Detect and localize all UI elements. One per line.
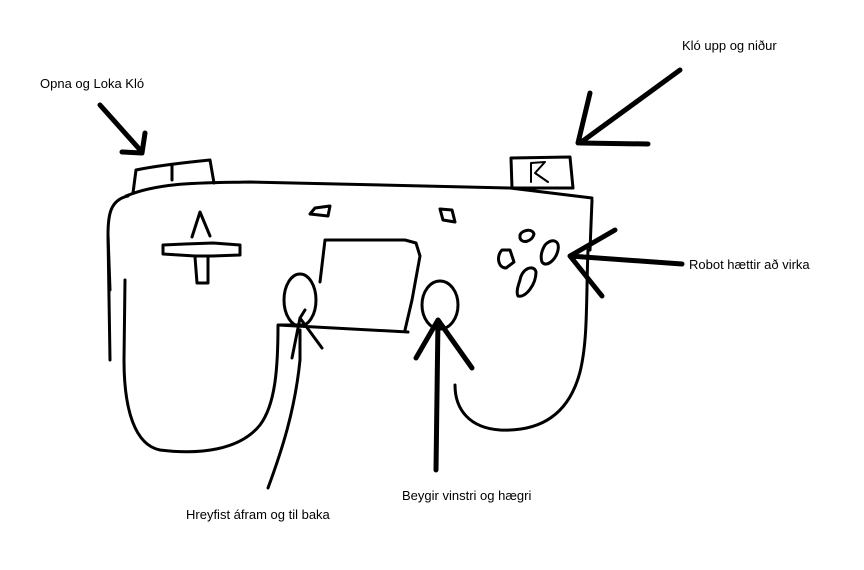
left-shoulder-button xyxy=(131,158,216,195)
label-move-forward-back: Hreyfist áfram og til baka xyxy=(186,507,330,522)
center-panel xyxy=(318,238,422,332)
face-button-top xyxy=(518,228,536,243)
arrow-robot-stops xyxy=(567,227,685,299)
right-shoulder-button xyxy=(509,155,575,190)
face-button-right xyxy=(539,239,560,266)
select-button xyxy=(308,204,332,218)
arrow-open-close-claw xyxy=(97,102,148,156)
arrow-turn-left-right xyxy=(413,317,475,473)
label-turn-left-right: Beygir vinstri og hægri xyxy=(402,488,532,503)
controller-body-outline xyxy=(106,180,594,454)
label-robot-stops: Robot hættir að virka xyxy=(689,257,810,272)
face-button-left xyxy=(497,248,516,270)
label-open-close-claw: Opna og Loka Kló xyxy=(40,76,145,91)
start-button xyxy=(438,207,457,224)
face-button-bottom xyxy=(515,266,538,298)
arrow-move-forward-back xyxy=(266,308,324,490)
label-claw-up-down: Kló upp og niður xyxy=(682,38,777,53)
dpad xyxy=(161,210,242,285)
arrow-claw-up-down xyxy=(575,67,683,147)
right-shoulder-glyph xyxy=(530,161,549,183)
controller-left-contour xyxy=(106,233,112,292)
